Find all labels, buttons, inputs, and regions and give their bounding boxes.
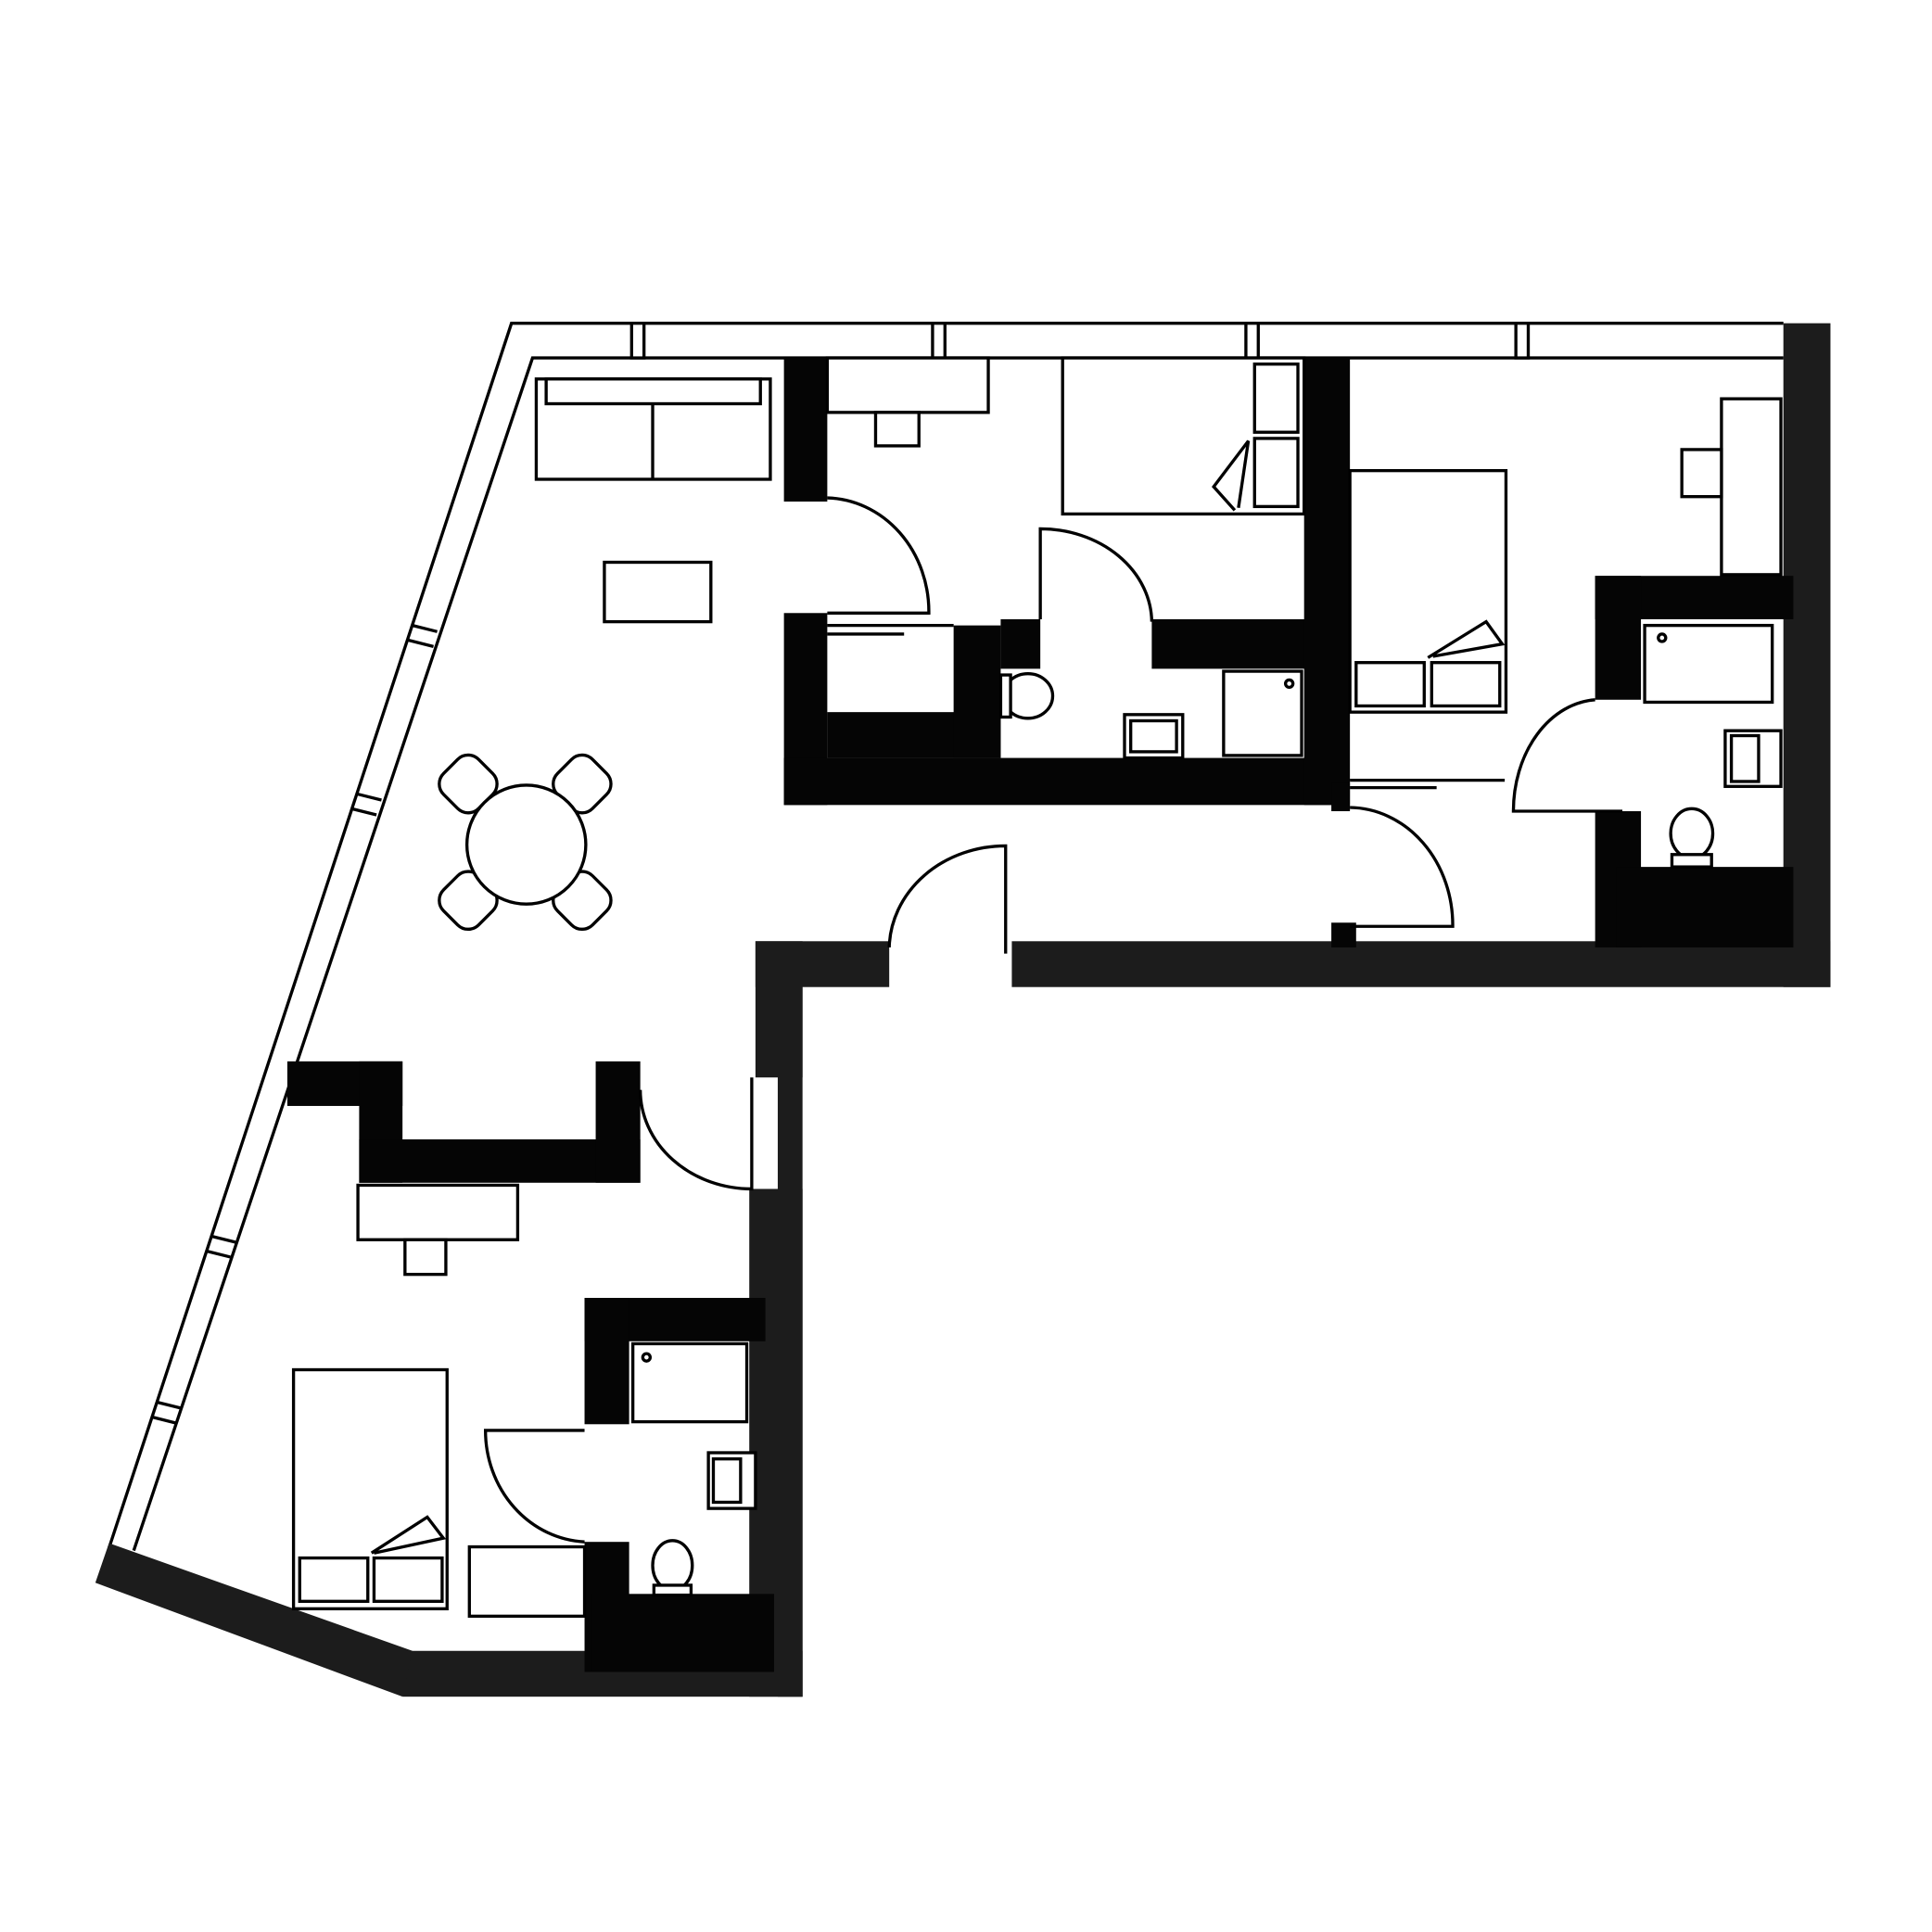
pillow [1252, 437, 1300, 509]
wall-south-east [1011, 941, 1831, 987]
wardrobe [467, 1544, 587, 1619]
window-outer-line [107, 321, 1784, 1549]
doors [484, 496, 1623, 1544]
window-mullion [629, 321, 646, 360]
shower-drain [641, 1352, 653, 1363]
pillow [1430, 661, 1502, 708]
sink-basin [1129, 718, 1178, 754]
window-mullion [412, 624, 438, 633]
shower-drain [1283, 678, 1295, 690]
bed-cover-fold [1427, 619, 1506, 659]
wall [1331, 782, 1351, 812]
window-mullion [350, 807, 377, 817]
window-mullion [1514, 321, 1531, 360]
toilet-cistern [652, 1583, 693, 1597]
bedroom-3 [291, 1183, 757, 1619]
sink-basin [711, 1457, 743, 1505]
window-mullion [1244, 321, 1260, 360]
bathroom [998, 669, 1303, 760]
dining-table [464, 783, 588, 906]
pillow [1354, 661, 1426, 708]
window-mullion [931, 321, 947, 360]
wall [1616, 867, 1794, 947]
wall [1151, 618, 1307, 669]
exterior-walls [95, 323, 1831, 1697]
window-mullion [356, 792, 382, 802]
door-swing[interactable] [1038, 527, 1154, 622]
shower-tray [630, 1341, 749, 1424]
wall [783, 358, 828, 502]
desk [1720, 397, 1783, 577]
wall [783, 757, 1332, 806]
window-mullion [210, 1234, 236, 1244]
entrance-door[interactable] [887, 844, 1008, 954]
desk-chair [873, 411, 921, 448]
toilet [651, 1539, 694, 1592]
window-mullion [408, 639, 434, 648]
desk-chair [1680, 448, 1723, 499]
window-wall [107, 321, 1784, 1552]
wall [1303, 358, 1351, 806]
sofa-back [544, 377, 762, 406]
desk [825, 356, 990, 414]
door-swing[interactable] [827, 496, 931, 615]
sink-basin [1729, 733, 1760, 783]
bed-cover-fold [1212, 439, 1251, 512]
bedroom-2 [1348, 397, 1783, 869]
window-inner-line [132, 356, 1784, 1552]
coffee-table [603, 560, 713, 624]
door-swing[interactable] [638, 1077, 754, 1191]
bedroom-1 [825, 356, 1306, 516]
wall [359, 1139, 641, 1183]
window-mullion [155, 1400, 182, 1410]
desk-chair [403, 1238, 448, 1277]
wall [1000, 618, 1041, 669]
door-swing[interactable] [1350, 806, 1455, 928]
toilet [1669, 807, 1715, 860]
pillow [1252, 362, 1300, 434]
window-mullion [150, 1415, 177, 1425]
interior-walls [286, 358, 1794, 1672]
window-mullion [205, 1249, 231, 1259]
toilet-cistern [1670, 853, 1713, 869]
desk [356, 1183, 520, 1241]
wall [953, 625, 1001, 758]
toilet-cistern [998, 673, 1012, 719]
wall [591, 1594, 774, 1672]
shower-drain [1657, 632, 1668, 643]
wall [1595, 576, 1642, 700]
wall [584, 1298, 629, 1425]
bed-cover-fold [370, 1515, 447, 1555]
door-swing[interactable] [484, 1429, 585, 1544]
door-swing[interactable] [1511, 698, 1623, 813]
pillow [298, 1556, 370, 1603]
wall-south-west [95, 1543, 413, 1697]
pillow [372, 1556, 444, 1603]
living-furniture [438, 377, 772, 932]
wall [595, 1061, 641, 1183]
